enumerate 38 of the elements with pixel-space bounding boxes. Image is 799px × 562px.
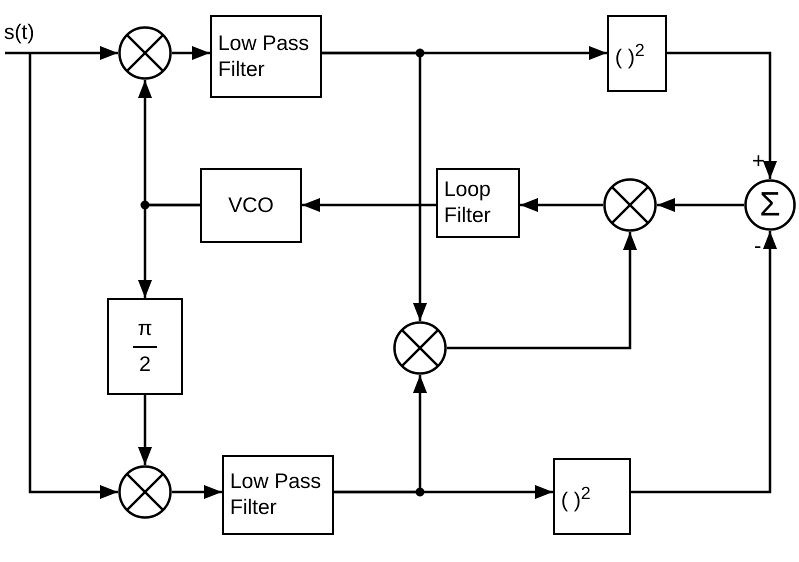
multiplier-circle (393, 321, 447, 375)
multiplier-circle (118, 465, 172, 519)
arrow (138, 204, 200, 298)
arrow (5, 46, 118, 60)
arrow (172, 485, 222, 499)
numerator: π (138, 316, 152, 342)
block-box (210, 15, 322, 98)
denominator: 2 (139, 352, 151, 378)
arrow (322, 52, 427, 321)
sigma-symbol: Σ (759, 187, 781, 222)
multiplier-circle (603, 178, 657, 232)
arrow (28, 53, 118, 499)
arrow (657, 198, 744, 212)
arrow (138, 395, 152, 465)
block-label: ( )$^{2}$ (615, 38, 646, 70)
block-label: Loop Filter (444, 177, 492, 229)
block-box (200, 168, 302, 243)
arrow (667, 52, 777, 179)
block-label: Low Pass Filter (230, 469, 322, 521)
arrow (172, 46, 210, 60)
block-label: ( )$^{2}$ (561, 482, 592, 514)
signal-label: s(t) (4, 20, 64, 53)
block-box (607, 15, 667, 92)
arrow (302, 198, 436, 212)
block-box (553, 458, 631, 535)
summing-junction (744, 179, 796, 231)
arrow (334, 375, 427, 494)
arrow (631, 231, 777, 494)
block-label: Low Pass Filter (218, 30, 310, 82)
multiplier-circle (118, 26, 172, 80)
arrow (520, 198, 603, 212)
arrow (447, 232, 637, 350)
sign-label: + (752, 150, 765, 172)
phase-shift-box (107, 298, 183, 395)
block-box (222, 455, 334, 535)
block-box (436, 168, 520, 238)
sign-label: - (754, 235, 762, 257)
block-label: VCO (227, 192, 275, 218)
